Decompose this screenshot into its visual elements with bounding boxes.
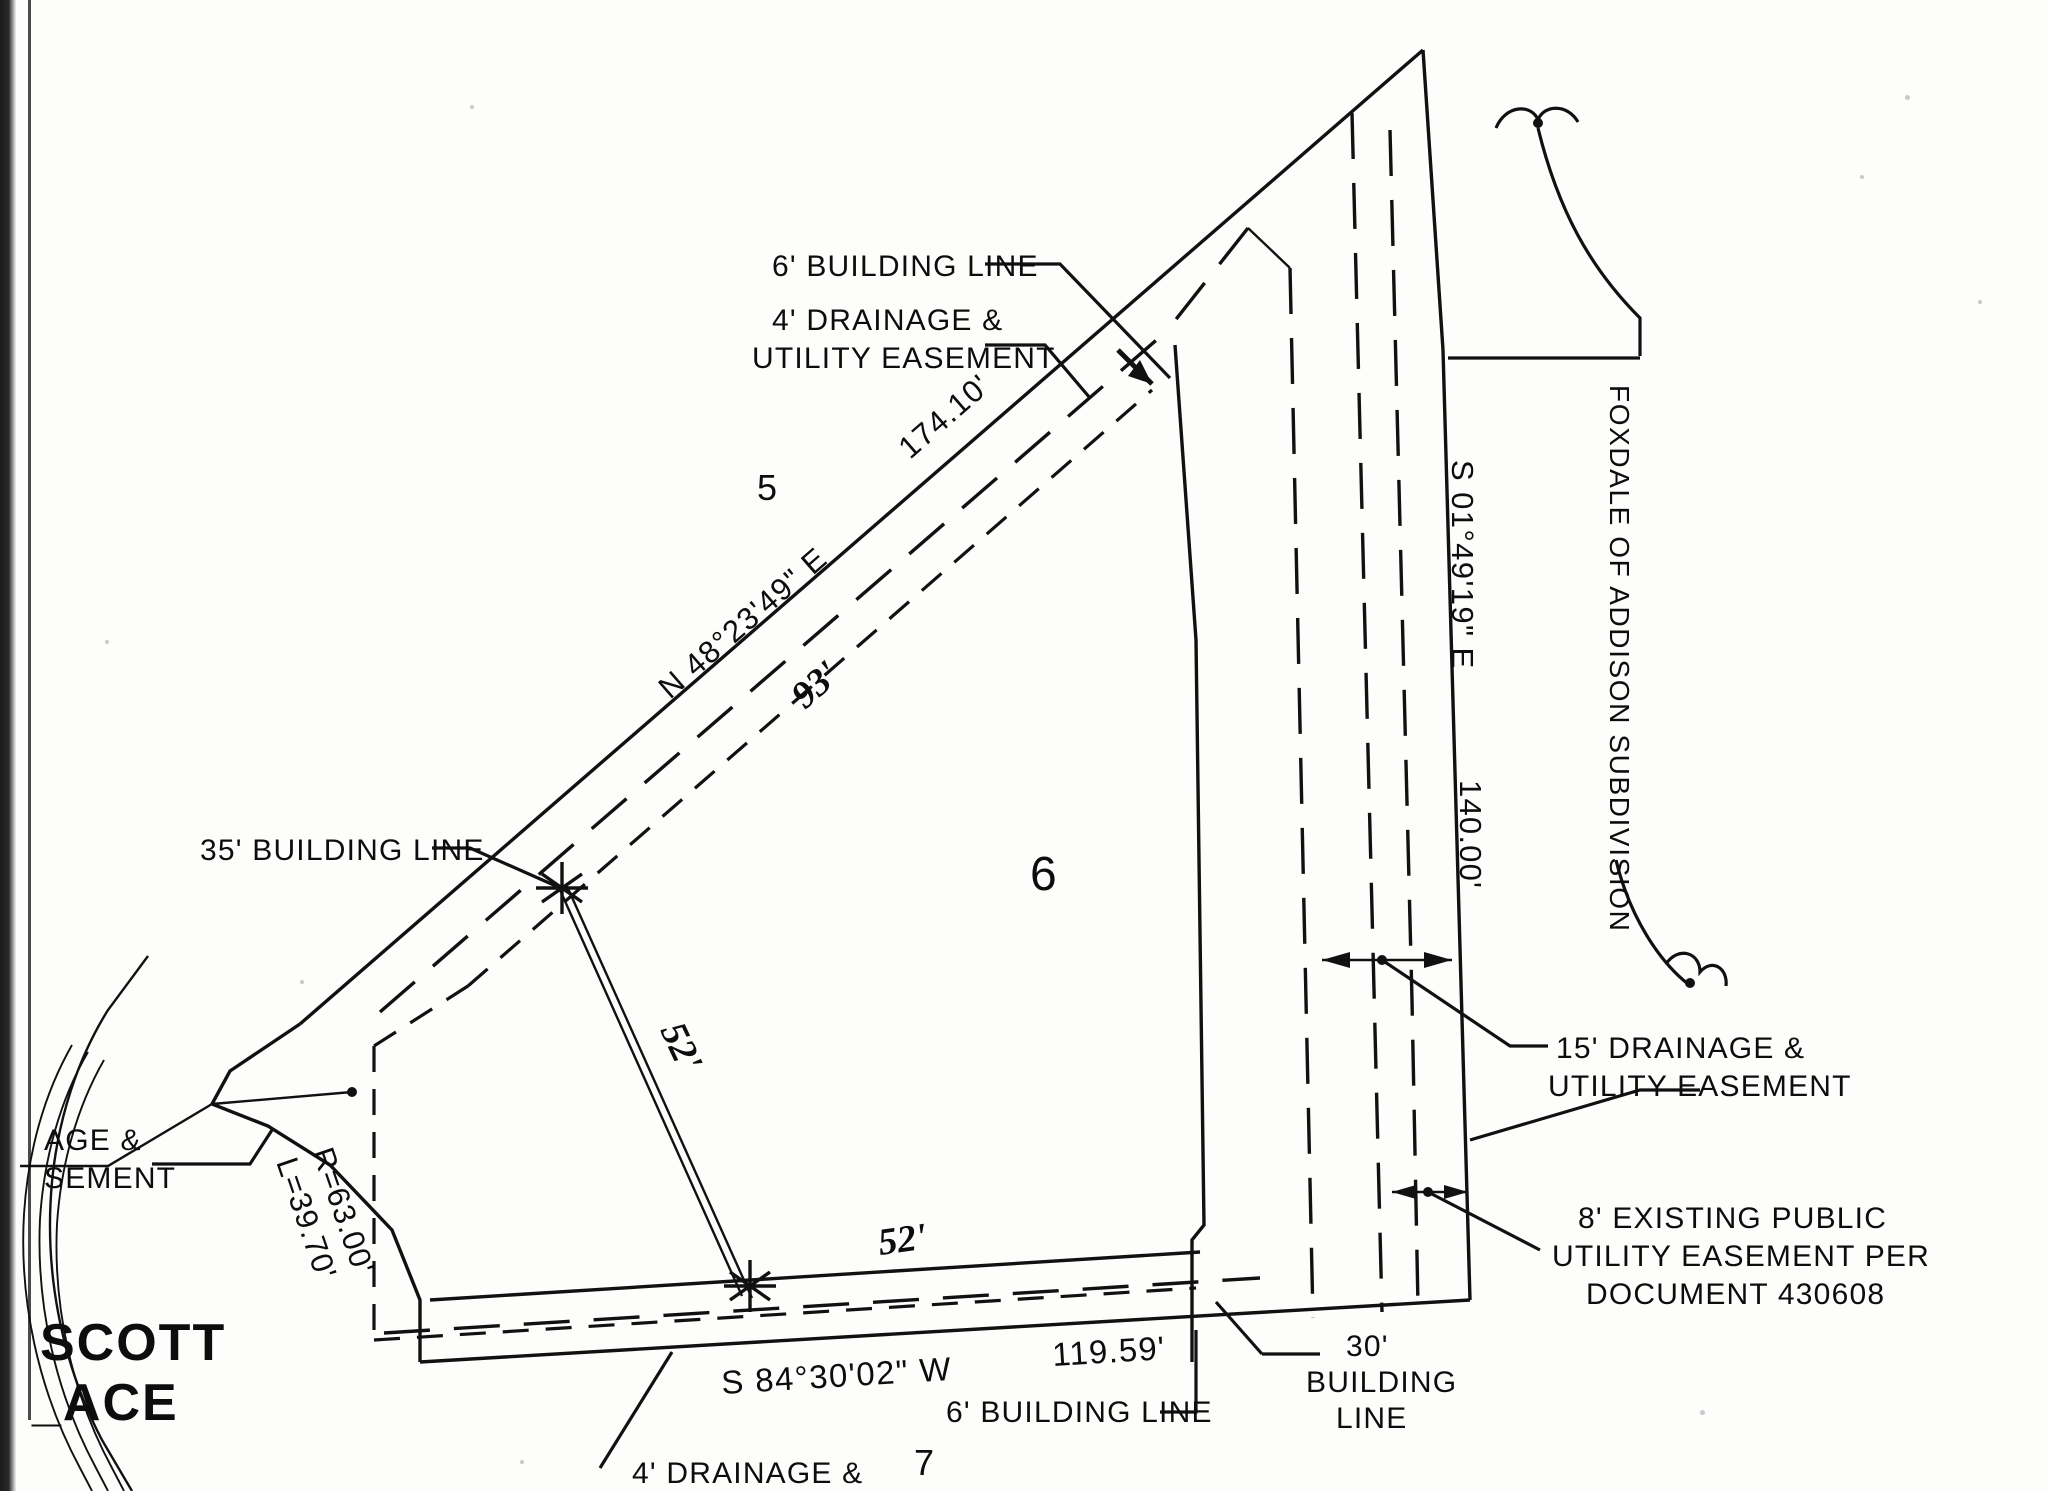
label-bearing-south: S 84°30'02" W <box>720 1350 953 1401</box>
leader-easement-15 <box>1381 958 1548 1048</box>
label-existing-pue-line3: DOCUMENT 430608 <box>1586 1278 1885 1311</box>
easement-4ft-northeast-dashed <box>378 328 1170 1014</box>
curve-point-marker <box>347 1087 357 1097</box>
handdrawn-interior-line-b <box>564 883 754 1299</box>
curve-radial-tick <box>211 1090 353 1106</box>
group-distance-northeast: 174.10' <box>892 367 997 465</box>
leader-easement-4-top <box>985 343 1092 400</box>
leader-building-line-6-top <box>985 262 1172 380</box>
leader-building-line-30-riser <box>1214 1300 1264 1356</box>
scan-speck <box>1700 1410 1705 1415</box>
group-distance-east: 140.00' <box>1453 780 1488 889</box>
scan-speck <box>1905 95 1910 100</box>
street-curb-arc-2 <box>38 1051 109 1491</box>
leader-building-line-35 <box>432 846 557 888</box>
scan-edge-shadow <box>0 0 16 1491</box>
label-easement-15-line1: 15' DRAINAGE & <box>1556 1032 1805 1065</box>
label-building-line-30-line3: LINE <box>1336 1402 1408 1435</box>
label-lot-7: 7 <box>914 1442 934 1483</box>
survey-tick-star-lower <box>724 1260 776 1312</box>
building-line-35-dashed-arc <box>373 984 469 1048</box>
scan-speck <box>470 105 474 109</box>
leader-building-line-6-bottom <box>1160 1330 1198 1414</box>
label-subdivision-name: FOXDALE OF ADDISON SUBDIVISION <box>1604 385 1635 932</box>
leader-easement-4-bottom <box>598 1351 674 1469</box>
group-distance-south: 119.59' <box>1051 1329 1166 1373</box>
easement-4ft-south-dashed <box>383 1276 1261 1335</box>
label-building-line-30-line1: 30' <box>1346 1330 1389 1363</box>
subdivision-curl-dot-bottom <box>1685 978 1695 988</box>
arrowhead-top <box>1128 360 1152 384</box>
building-line-30-dashed-top-jog <box>1247 227 1291 269</box>
label-bearing-east: S 01°49'19" E <box>1445 460 1480 670</box>
handdrawn-interior-line-a <box>558 889 744 1297</box>
scan-border-line <box>28 0 31 1420</box>
scan-speck <box>1978 300 1982 304</box>
lot-boundary-east-upper-line <box>1421 49 1445 351</box>
label-building-line-35: 35' BUILDING LINE <box>200 834 485 867</box>
lot-boundary-west-line <box>209 1022 422 1362</box>
label-distance-east: 140.00' <box>1453 780 1488 889</box>
lot-boundary-east-line <box>1441 349 1472 1301</box>
leader-subdivision-curl-bottom <box>1614 859 1689 986</box>
building-line-30-dashed <box>1288 267 1315 1319</box>
label-handwritten-south-dim: 52' <box>875 1216 929 1264</box>
label-easement-4-top-line2: UTILITY EASEMENT <box>752 342 1056 375</box>
group-handwritten-52-west: 52' <box>652 1016 711 1078</box>
street-lot-corner-line <box>20 1102 213 1168</box>
label-handwritten-west-dim: 52' <box>652 1016 711 1078</box>
arrowhead-15-right <box>1424 952 1452 968</box>
label-street-name-line1: SCOTT <box>40 1314 226 1372</box>
label-distance-south: 119.59' <box>1051 1329 1166 1373</box>
lot-boundary-northeast-line <box>298 48 1425 1026</box>
scan-speck <box>105 640 109 644</box>
arrowhead-8-right <box>1444 1185 1468 1199</box>
leader-subdivision-curl-bottom-hook <box>1664 951 1728 987</box>
label-building-line-6-bottom: 6' BUILDING LINE <box>946 1396 1213 1429</box>
group-handwritten-52-south: 52' <box>875 1216 929 1264</box>
label-lot-5: 5 <box>757 467 777 508</box>
leader-left-easement <box>152 1129 274 1166</box>
arrowhead-15-left <box>1322 952 1350 968</box>
group-subdivision-name: FOXDALE OF ADDISON SUBDIVISION <box>1604 385 1635 932</box>
label-easement-4-bottom: 4' DRAINAGE & <box>632 1457 863 1490</box>
building-line-6-south-dashed <box>373 1286 1197 1342</box>
street-curb-arc-1 <box>22 1044 93 1491</box>
group-bearing-south: S 84°30'02" W <box>720 1350 953 1401</box>
lot-boundary-south-line <box>419 1298 1471 1364</box>
label-existing-pue-line2: UTILITY EASEMENT PER <box>1552 1240 1930 1273</box>
street-curb-arc-3 <box>55 1059 125 1491</box>
arrowhead-8-left <box>1392 1185 1416 1199</box>
label-left-easement-line2: SEMENT <box>44 1162 176 1195</box>
label-building-line-30-line2: BUILDING <box>1306 1366 1457 1399</box>
label-lot-6: 6 <box>1030 848 1057 901</box>
building-envelope-top-dashed <box>1164 226 1250 334</box>
easement-4ft-south-solid <box>429 1250 1201 1302</box>
easement-15ft-dashed-east <box>1388 129 1420 1307</box>
label-distance-northeast: 174.10' <box>892 367 997 465</box>
label-existing-pue-line1: 8' EXISTING PUBLIC <box>1578 1202 1887 1235</box>
survey-tick-star-upper <box>536 862 588 914</box>
building-envelope-solid <box>1173 344 1206 1362</box>
label-left-easement-line1: AGE & <box>44 1124 142 1157</box>
scan-speck <box>1860 175 1864 179</box>
leader-subdivision-vertical <box>1536 127 1642 356</box>
label-street-name-line2: _ACE <box>31 1374 179 1432</box>
label-easement-15-line2: UTILITY EASEMENT <box>1548 1070 1852 1103</box>
leader-existing-pue <box>1469 1088 1700 1142</box>
scan-speck <box>300 980 304 984</box>
easement-15ft-dashed-west <box>1350 112 1384 1313</box>
group-bearing-east: S 01°49'19" E <box>1445 460 1480 670</box>
leader-easement-8 <box>1427 1190 1541 1252</box>
subdivision-curl-dot-top <box>1533 118 1543 128</box>
label-easement-4-top-line1: 4' DRAINAGE & <box>772 304 1003 337</box>
label-building-line-6-top: 6' BUILDING LINE <box>772 250 1039 283</box>
scan-speck <box>520 1460 524 1464</box>
